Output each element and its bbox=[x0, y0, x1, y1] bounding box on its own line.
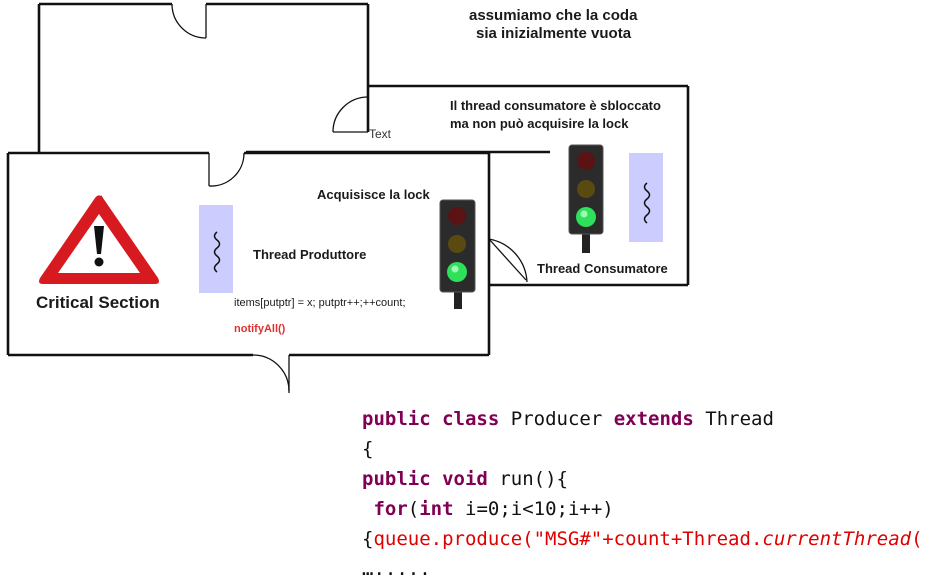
back-room-door bbox=[171, 3, 207, 39]
consumer-traffic-light-icon bbox=[568, 144, 604, 253]
critical-section-title: Critical Section bbox=[36, 293, 160, 312]
code-line-1: public class Producer extends Thread bbox=[362, 408, 774, 430]
warning-icon bbox=[39, 195, 159, 284]
consumer-note-line1: Il thread consumatore è sbloccato bbox=[450, 98, 661, 113]
code-line-3: public void run(){ bbox=[362, 468, 568, 490]
consumer-note-line2: ma non può acquisire la lock bbox=[450, 116, 629, 131]
critical-room-top-door bbox=[208, 152, 245, 187]
header-note-line2: sia inizialmente vuota bbox=[476, 25, 632, 42]
code-line-5: {queue.produce("MSG#"+count+Thread.curre… bbox=[362, 528, 923, 550]
consumer-thread-label: Thread Consumatore bbox=[537, 261, 668, 276]
consumer-room-side-door bbox=[488, 238, 528, 285]
consumer-room-door bbox=[332, 96, 369, 133]
critical-room-bottom-door bbox=[252, 354, 290, 393]
text-tag: Text bbox=[369, 127, 392, 141]
producer-thread-icon bbox=[199, 205, 233, 293]
producer-thread-label: Thread Produttore bbox=[253, 247, 367, 262]
back-room bbox=[37, 2, 370, 152]
consumer-thread-icon bbox=[629, 153, 663, 242]
code-line-4: for(int i=0;i<10;i++) bbox=[373, 498, 614, 520]
header-note-line1: assumiamo che la coda bbox=[469, 7, 638, 24]
producer-code-block: public class Producer extends Thread { p… bbox=[362, 404, 923, 584]
notify-all-call: notifyAll() bbox=[234, 323, 286, 335]
critical-statement: items[putptr] = x; putptr++;++count; bbox=[234, 297, 406, 309]
code-line-6: …..... bbox=[362, 558, 431, 580]
acquire-lock-label: Acquisisce la lock bbox=[317, 187, 430, 202]
code-line-2: { bbox=[362, 438, 374, 460]
producer-traffic-light-icon bbox=[439, 199, 476, 309]
